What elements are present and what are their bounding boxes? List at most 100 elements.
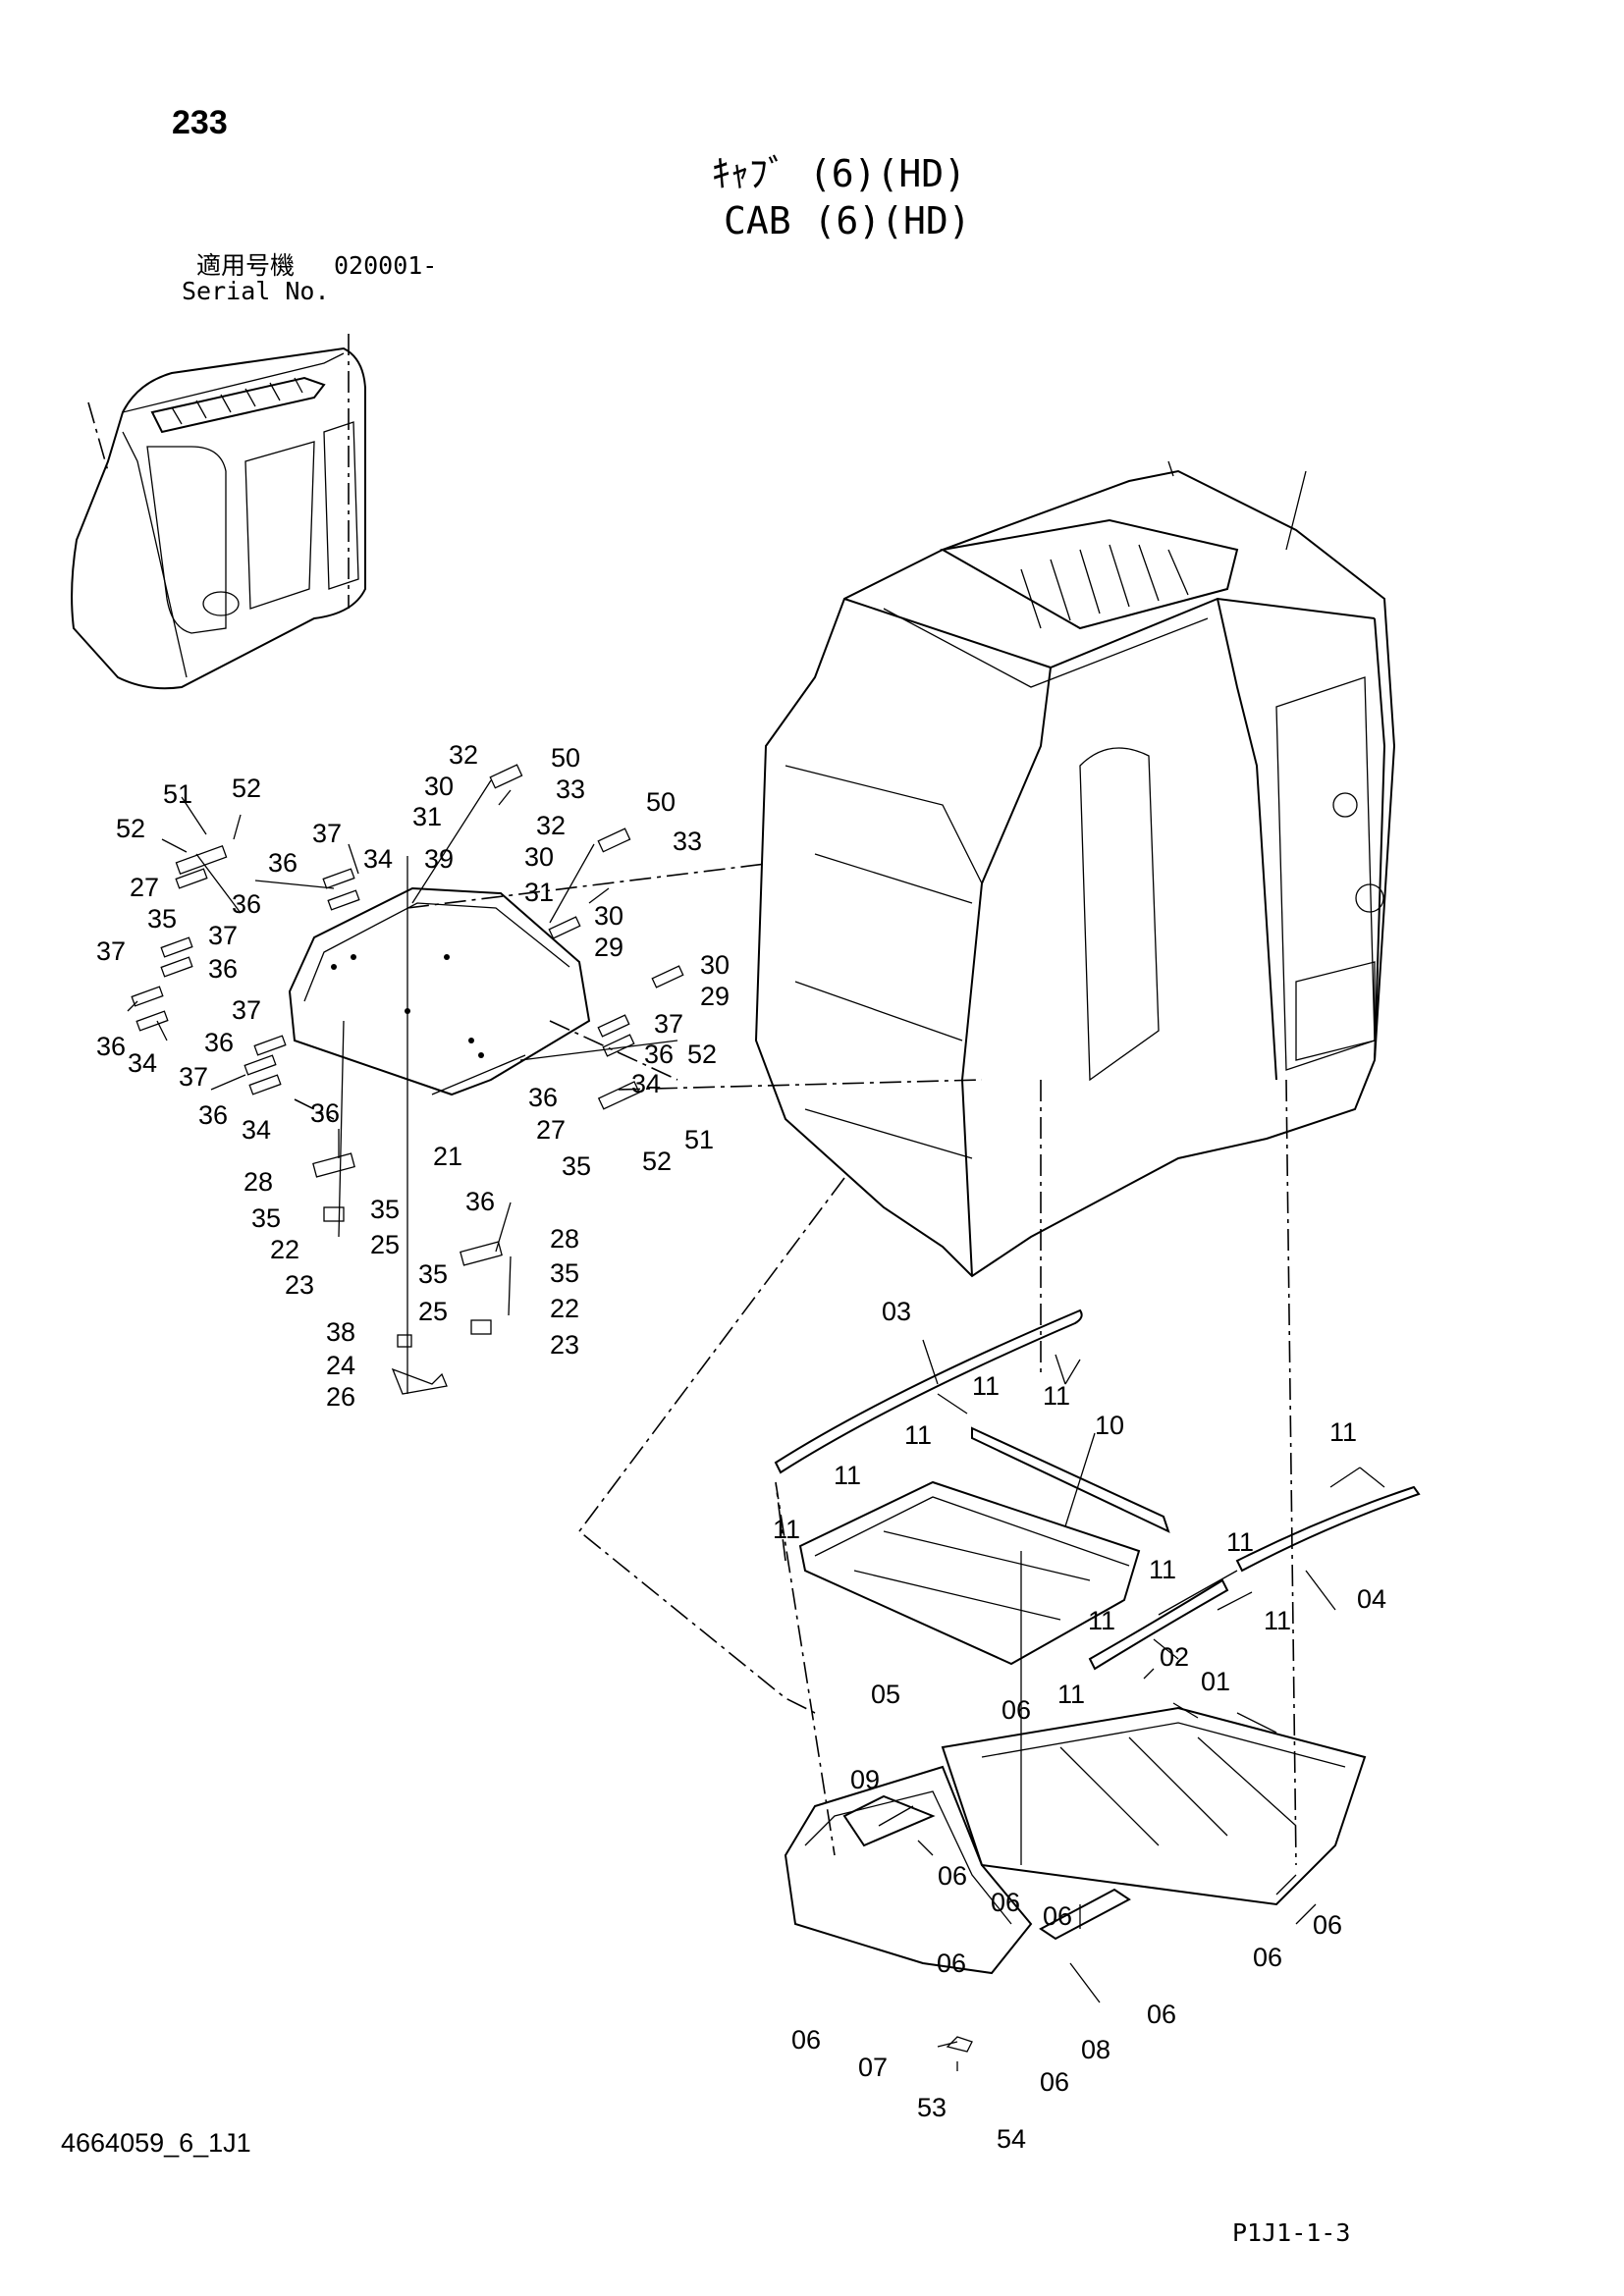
callout-37: 37 — [312, 819, 342, 848]
drawing-code: 4664059_6_1J1 — [61, 2128, 251, 2158]
callout-26: 26 — [326, 1382, 355, 1412]
callout-37: 37 — [654, 1009, 683, 1039]
callout-35: 35 — [418, 1259, 448, 1289]
serial-label-jp: 適用号機 — [196, 251, 296, 280]
callout-04: 04 — [1357, 1584, 1386, 1614]
callout-24: 24 — [326, 1351, 355, 1380]
callout-30: 30 — [700, 950, 730, 980]
callout-35: 35 — [147, 904, 177, 934]
callout-32: 32 — [536, 811, 566, 840]
callout-52: 52 — [642, 1147, 672, 1176]
callout-36: 36 — [465, 1187, 495, 1216]
callout-06: 06 — [1147, 2000, 1176, 2029]
callout-23: 23 — [550, 1330, 579, 1360]
callout-06: 06 — [1040, 2067, 1069, 2097]
callout-39: 39 — [424, 844, 454, 874]
callout-09: 09 — [850, 1765, 880, 1794]
callout-06: 06 — [1313, 1910, 1342, 1940]
callout-53: 53 — [917, 2093, 947, 2122]
callout-34: 34 — [242, 1115, 271, 1145]
callout-38: 38 — [326, 1317, 355, 1347]
callout-11: 11 — [834, 1461, 861, 1490]
callout-35: 35 — [562, 1151, 591, 1181]
callout-54: 54 — [997, 2124, 1026, 2154]
callout-11: 11 — [904, 1420, 932, 1450]
callout-11: 11 — [1149, 1555, 1176, 1584]
callout-33: 33 — [673, 827, 702, 856]
callout-11: 11 — [773, 1515, 800, 1544]
callout-35: 35 — [370, 1195, 400, 1224]
title-english: CAB (6)(HD) — [724, 199, 971, 242]
serial-value: 020001- — [334, 251, 438, 280]
callout-06: 06 — [938, 1861, 967, 1891]
callout-11: 11 — [1057, 1680, 1085, 1709]
cab-frame-figure — [754, 460, 1396, 1278]
callout-22: 22 — [550, 1294, 579, 1323]
serial-label-en: Serial No. — [182, 277, 330, 305]
callout-36: 36 — [644, 1040, 674, 1069]
callout-07: 07 — [858, 2053, 888, 2082]
callout-34: 34 — [363, 844, 393, 874]
leader-lines-left — [127, 779, 983, 1394]
leader-lines-bottom — [577, 1079, 1385, 2071]
callout-01: 01 — [1201, 1667, 1230, 1696]
callout-21: 21 — [433, 1142, 462, 1171]
callout-36: 36 — [528, 1083, 558, 1112]
callout-25: 25 — [418, 1297, 448, 1326]
hardware-figures — [131, 764, 684, 1395]
callout-52: 52 — [116, 814, 145, 843]
callout-35: 35 — [550, 1258, 579, 1288]
callout-36: 36 — [208, 954, 238, 984]
callout-36: 36 — [268, 848, 298, 878]
callout-30: 30 — [524, 842, 554, 872]
callout-11: 11 — [1043, 1381, 1070, 1411]
callout-11: 11 — [972, 1371, 1000, 1401]
callout-06: 06 — [1043, 1901, 1072, 1931]
callout-08: 08 — [1081, 2035, 1110, 2064]
cab-overview-figure — [71, 334, 366, 690]
callout-51: 51 — [163, 779, 192, 809]
callout-33: 33 — [556, 774, 585, 804]
title-japanese: ｷｬﾌﾞ (6)(HD) — [712, 152, 967, 195]
callout-02: 02 — [1160, 1642, 1189, 1672]
callout-50: 50 — [551, 743, 580, 773]
callout-30: 30 — [424, 772, 454, 801]
callout-52: 52 — [232, 774, 261, 803]
callout-25: 25 — [370, 1230, 400, 1259]
callout-06: 06 — [1253, 1943, 1282, 1972]
callout-37: 37 — [208, 921, 238, 950]
callout-29: 29 — [594, 933, 623, 962]
callout-37: 37 — [179, 1062, 208, 1092]
headliner-figure — [288, 886, 591, 1096]
callout-06: 06 — [937, 1949, 966, 1978]
callout-31: 31 — [412, 802, 442, 831]
callout-27: 27 — [536, 1115, 566, 1145]
callout-10: 10 — [1095, 1411, 1124, 1440]
callout-36: 36 — [96, 1032, 126, 1061]
callout-34: 34 — [128, 1048, 157, 1078]
callout-22: 22 — [270, 1235, 299, 1264]
callout-11: 11 — [1088, 1606, 1115, 1635]
callout-labels: 51 52 52 27 36 35 37 36 34 39 37 37 36 3… — [96, 740, 1386, 2154]
callout-23: 23 — [285, 1270, 314, 1300]
callout-31: 31 — [524, 878, 554, 907]
callout-36: 36 — [310, 1098, 340, 1128]
callout-28: 28 — [550, 1224, 579, 1254]
callout-30: 30 — [594, 901, 623, 931]
callout-36: 36 — [204, 1028, 234, 1057]
page-number: 233 — [172, 104, 228, 141]
callout-35: 35 — [251, 1203, 281, 1233]
callout-32: 32 — [449, 740, 478, 770]
page-code: P1J1-1-3 — [1232, 2218, 1351, 2247]
callout-37: 37 — [232, 995, 261, 1025]
callout-03: 03 — [882, 1297, 911, 1326]
callout-06: 06 — [991, 1888, 1020, 1917]
callout-11: 11 — [1329, 1417, 1357, 1447]
callout-51: 51 — [684, 1125, 714, 1154]
callout-36: 36 — [232, 889, 261, 919]
callout-05: 05 — [871, 1680, 900, 1709]
callout-50: 50 — [646, 787, 676, 817]
callout-28: 28 — [244, 1167, 273, 1197]
callout-34: 34 — [631, 1069, 661, 1098]
